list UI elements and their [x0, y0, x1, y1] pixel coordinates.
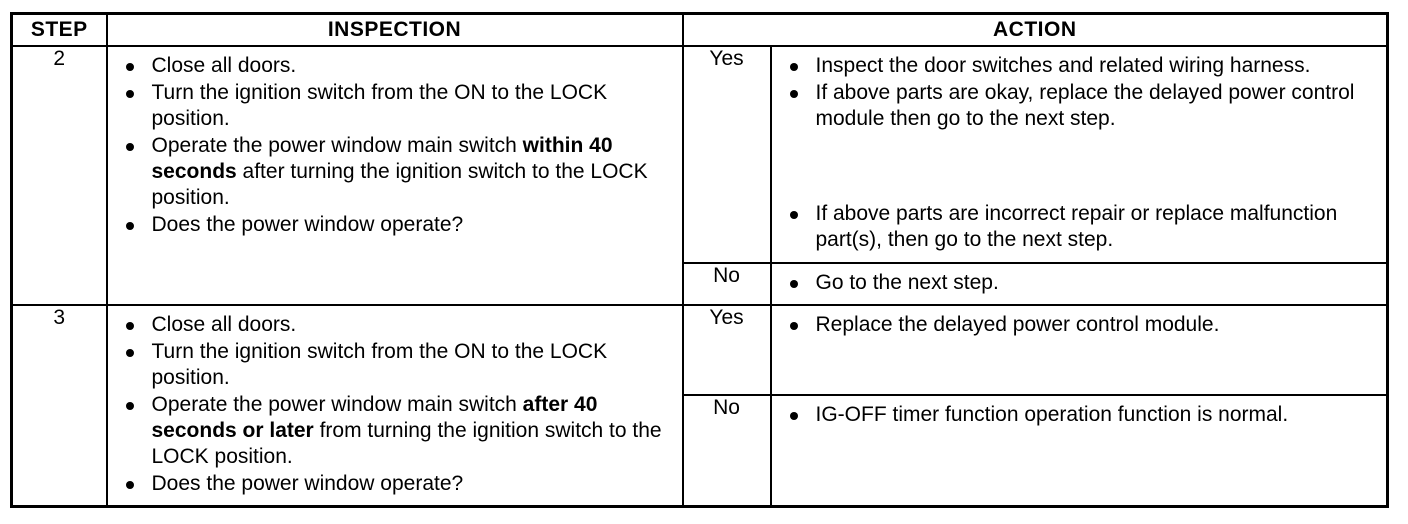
text-post: from turning the ignition switch to the …	[151, 418, 662, 468]
inspection-list-step-3: Close all doors. Turn the ignition switc…	[108, 306, 682, 504]
action-cell-step-3-yes: Replace the delayed power control module…	[769, 303, 1389, 396]
action-list-step-2-yes-group-1: Inspect the door switches and related wi…	[772, 47, 1387, 139]
action-group-spacer	[772, 139, 1387, 195]
text-pre: Operate the power window main switch	[151, 392, 523, 416]
action-cell-step-2-no: Go to the next step.	[769, 262, 1389, 306]
action-list-step-2-no: Go to the next step.	[772, 264, 1387, 303]
step-number-2: 2	[10, 45, 108, 306]
list-item: Turn the ignition switch from the ON to …	[120, 339, 676, 391]
action-list-step-2-yes-group-2: If above parts are incorrect repair or r…	[772, 195, 1387, 260]
inspection-list-step-2: Close all doors. Turn the ignition switc…	[108, 47, 682, 245]
table-row: No IG-OFF timer function operation funct…	[12, 393, 1389, 508]
text-bold: within 40 seconds	[151, 134, 613, 183]
action-list-step-3-yes: Replace the delayed power control module…	[772, 306, 1387, 345]
inspection-cell-step-2: Close all doors. Turn the ignition switc…	[105, 45, 684, 306]
header-row: STEP INSPECTION ACTION	[10, 12, 1389, 47]
list-item: Does the power window operate?	[120, 471, 676, 497]
list-item: If above parts are okay, replace the del…	[784, 80, 1381, 132]
list-item: If above parts are incorrect repair or r…	[784, 201, 1381, 253]
list-item: Turn the ignition switch from the ON to …	[120, 80, 676, 132]
text-bold: after 40 seconds or later	[151, 392, 598, 442]
header-inspection: INSPECTION	[105, 12, 684, 47]
table-row: No Go to the next step.	[12, 262, 1389, 306]
text-post: after turning the ignition switch to the…	[151, 160, 648, 209]
branch-label-step-2-no: No	[681, 262, 772, 306]
text-pre: Operate the power window main switch	[151, 134, 523, 157]
branch-label-step-3-no: No	[681, 393, 772, 508]
list-item: Replace the delayed power control module…	[784, 312, 1381, 338]
table-body: 2 Close all doors. Turn the ignition swi…	[10, 44, 1389, 508]
list-item: Close all doors.	[120, 312, 676, 338]
list-item: Go to the next step.	[784, 270, 1381, 296]
diagnostic-troubleshooting-table: STEP INSPECTION ACTION 2 Close all doors…	[10, 12, 1389, 508]
list-item: IG-OFF timer function operation function…	[784, 402, 1381, 428]
list-item: Close all doors.	[120, 53, 676, 79]
header-action: ACTION	[681, 12, 1389, 47]
table-row: 3 Close all doors. Turn the ignition swi…	[10, 303, 1389, 508]
list-item: Inspect the door switches and related wi…	[784, 53, 1381, 79]
step-number-3: 3	[10, 303, 108, 508]
list-item: Operate the power window main switch aft…	[120, 392, 676, 470]
header-step: STEP	[10, 12, 108, 47]
list-item: Does the power window operate?	[120, 212, 676, 238]
branch-label-step-3-yes: Yes	[681, 303, 772, 396]
action-list-step-3-no: IG-OFF timer function operation function…	[772, 396, 1387, 435]
list-item: Operate the power window main switch wit…	[120, 133, 676, 211]
action-cell-step-2-yes: Inspect the door switches and related wi…	[769, 44, 1389, 265]
action-cell-step-3-no: IG-OFF timer function operation function…	[769, 393, 1389, 508]
branch-label-step-2-yes: Yes	[681, 44, 772, 265]
table-header: STEP INSPECTION ACTION	[10, 12, 1389, 47]
inspection-cell-step-3: Close all doors. Turn the ignition switc…	[105, 303, 684, 508]
table-row: 2 Close all doors. Turn the ignition swi…	[10, 44, 1389, 306]
